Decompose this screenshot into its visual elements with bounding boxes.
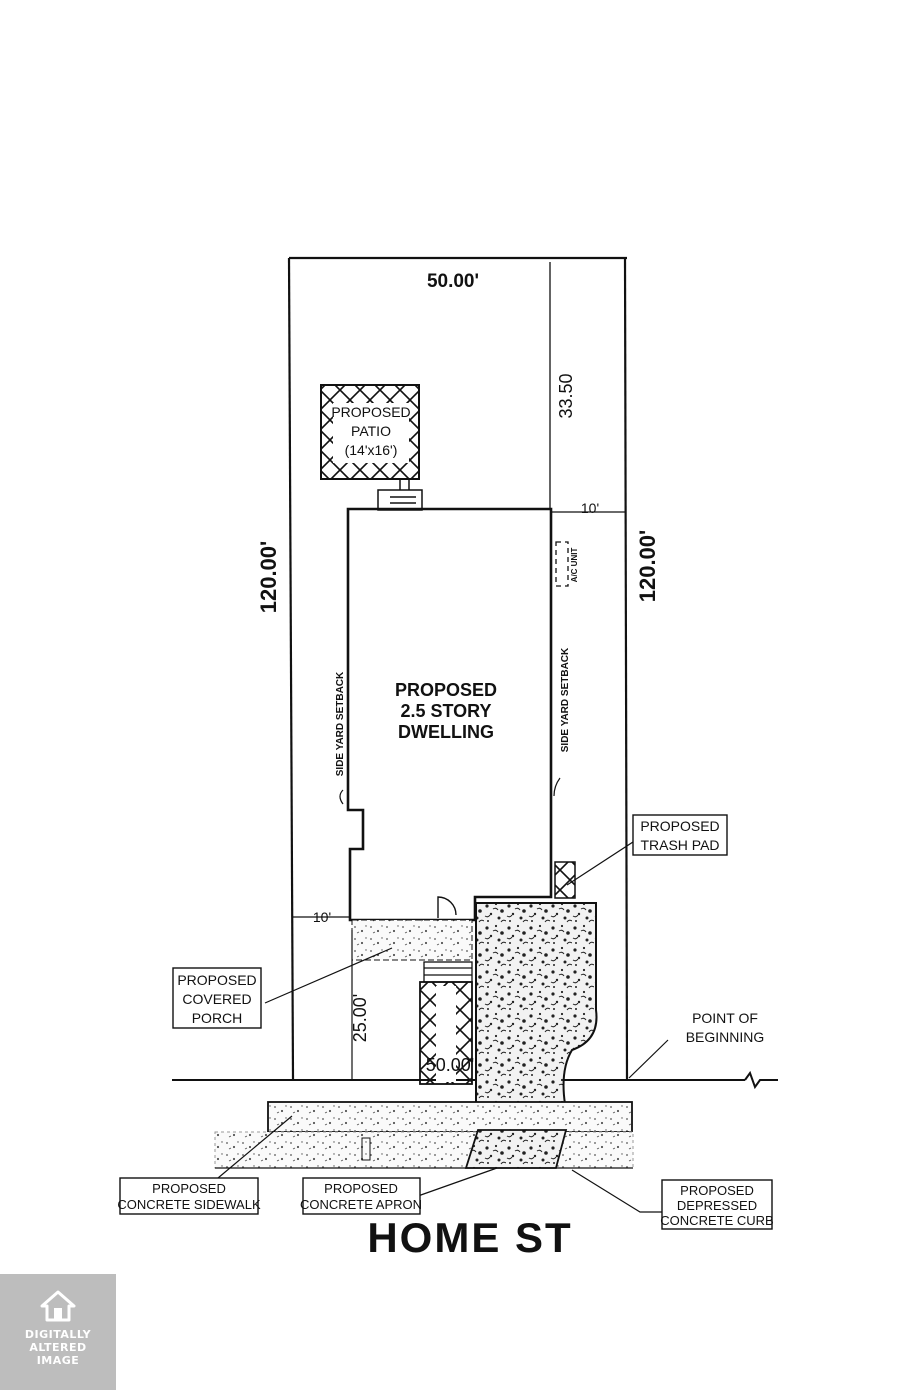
apron-label-1: PROPOSED bbox=[324, 1181, 398, 1196]
driveway bbox=[475, 902, 598, 1105]
patio-label-3: (14'x16') bbox=[345, 442, 398, 458]
patio-steps bbox=[377, 480, 423, 511]
side-yard-setback-right: SIDE YARD SETBACK bbox=[560, 647, 571, 752]
concrete-apron bbox=[464, 1129, 568, 1169]
setback-left-leader bbox=[339, 789, 344, 805]
sidewalk-label-2: CONCRETE SIDEWALK bbox=[117, 1197, 261, 1212]
point-of-beginning-label-1: POINT OF bbox=[692, 1010, 758, 1026]
left-depth-dimension: 120.00' bbox=[256, 541, 281, 614]
curb-label-2: DEPRESSED bbox=[677, 1198, 757, 1213]
front-side-dimension: 10' bbox=[313, 909, 331, 925]
door-swing bbox=[437, 896, 457, 918]
covered-porch-label-1: PROPOSED bbox=[177, 972, 256, 988]
badge-line-3: IMAGE bbox=[36, 1354, 80, 1367]
curb-leader bbox=[571, 1169, 662, 1213]
sidewalk-callout bbox=[119, 1177, 259, 1215]
covered-porch-area bbox=[351, 919, 473, 961]
ac-unit bbox=[555, 541, 569, 587]
patio-label-bg bbox=[333, 403, 409, 463]
dwelling-label-3: DWELLING bbox=[398, 722, 494, 742]
porch-steps bbox=[423, 961, 473, 983]
property-boundary bbox=[287, 256, 629, 1080]
rear-setback-dimension: 33.50 bbox=[556, 373, 576, 418]
ac-unit-label: A/C UNIT bbox=[570, 548, 579, 583]
patio-label-1: PROPOSED bbox=[331, 404, 410, 420]
trash-pad-label-2: TRASH PAD bbox=[640, 837, 719, 853]
point-of-beginning-label-2: BEGINNING bbox=[686, 1029, 765, 1045]
curb-label-3: CONCRETE CURB bbox=[660, 1213, 773, 1228]
curb-label-1: PROPOSED bbox=[680, 1183, 754, 1198]
front-width-dimension: 50.00' bbox=[426, 1055, 474, 1075]
street-edge-area bbox=[214, 1131, 634, 1169]
setback-right-leader bbox=[553, 777, 561, 797]
point-of-beginning-leader bbox=[628, 1039, 669, 1079]
trash-pad-leader bbox=[566, 839, 637, 886]
badge-line-1: DIGITALLY bbox=[24, 1328, 92, 1341]
dwelling-label-2: 2.5 STORY bbox=[400, 701, 491, 721]
curb-box bbox=[361, 1137, 371, 1161]
right-depth-dimension: 120.00' bbox=[635, 530, 660, 603]
covered-porch-label-3: PORCH bbox=[192, 1010, 243, 1026]
covered-porch-leader bbox=[264, 947, 393, 1004]
walkway-center bbox=[436, 986, 456, 1082]
digitally-altered-badge: DIGITALLY ALTERED IMAGE bbox=[0, 1274, 116, 1390]
trash-pad-callout bbox=[632, 814, 728, 856]
patio-label-2: PATIO bbox=[351, 423, 391, 439]
side-yard-setback-left: SIDE YARD SETBACK bbox=[335, 671, 346, 776]
curb-callout bbox=[661, 1179, 773, 1230]
apron-leader bbox=[417, 1167, 498, 1197]
trash-pad-label-1: PROPOSED bbox=[640, 818, 719, 834]
badge-line-2: ALTERED bbox=[29, 1341, 87, 1354]
trash-pad-area bbox=[554, 861, 576, 899]
apron-callout bbox=[302, 1177, 421, 1215]
rear-side-dimension: 10' bbox=[581, 500, 599, 516]
concrete-sidewalk bbox=[267, 1101, 633, 1133]
sidewalk-leader bbox=[217, 1115, 293, 1179]
front-setback-dimension: 25.00' bbox=[350, 994, 370, 1042]
street-name: HOME ST bbox=[367, 1214, 572, 1261]
dwelling-label-1: PROPOSED bbox=[395, 680, 497, 700]
covered-porch-callout bbox=[172, 967, 262, 1029]
top-width-dimension: 50.00' bbox=[427, 271, 479, 292]
sidewalk-label-1: PROPOSED bbox=[152, 1181, 226, 1196]
house-icon bbox=[40, 1290, 76, 1322]
apron-label-2: CONCRETE APRON bbox=[300, 1197, 422, 1212]
dwelling-outline bbox=[346, 507, 553, 922]
covered-porch-label-2: COVERED bbox=[182, 991, 251, 1007]
